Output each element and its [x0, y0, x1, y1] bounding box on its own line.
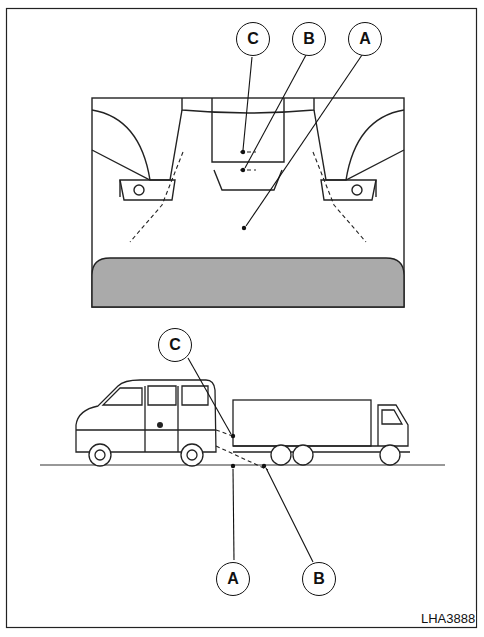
callout-letter: A [348, 22, 382, 56]
callout-letter: B [292, 22, 326, 56]
callout-letter: A [216, 562, 250, 596]
figure-code: LHA3888 [420, 611, 476, 626]
callout-letter: B [302, 562, 336, 596]
callout-letter: C [236, 22, 270, 56]
callout-letter: C [158, 328, 192, 362]
